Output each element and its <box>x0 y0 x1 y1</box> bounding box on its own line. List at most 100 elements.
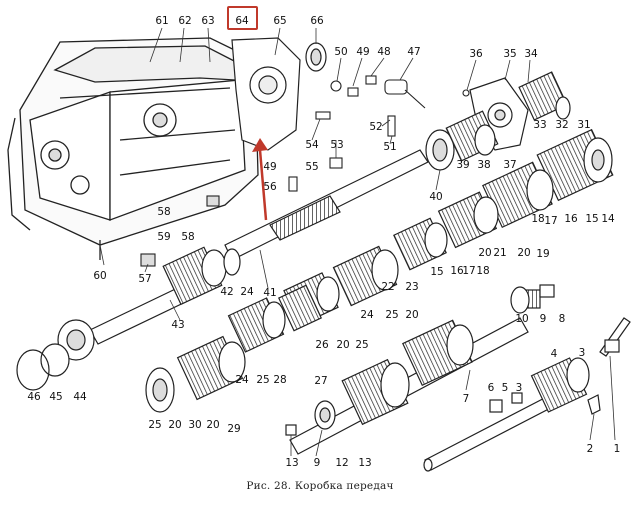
callout-29: 29 <box>227 423 240 435</box>
reverse-shaft <box>423 284 631 472</box>
callout-47: 47 <box>407 46 420 58</box>
callout-61: 61 <box>155 15 168 27</box>
callout-52: 52 <box>369 121 382 133</box>
callout-26: 26 <box>315 339 329 351</box>
callout-7: 7 <box>463 393 470 405</box>
callout-18a: 18 <box>531 213 544 225</box>
callout-59: 59 <box>157 231 170 243</box>
callout-44: 44 <box>73 391 87 403</box>
countershaft <box>285 317 529 455</box>
callout-63: 63 <box>201 15 214 27</box>
callout-13a: 13 <box>285 457 298 469</box>
callout-12: 12 <box>335 457 348 469</box>
callout-51: 51 <box>383 141 396 153</box>
callout-37: 37 <box>503 159 516 171</box>
callout-38: 38 <box>477 159 490 171</box>
cover-plate-64 <box>231 37 301 151</box>
callout-58: 58 <box>157 206 170 218</box>
callout-57: 57 <box>138 273 151 285</box>
callout-27: 27 <box>314 375 327 387</box>
callout-9b: 9 <box>314 457 321 469</box>
callout-16a: 16 <box>564 213 578 225</box>
callout-17b: 17 <box>462 265 475 277</box>
callout-54: 54 <box>305 139 319 151</box>
callout-22: 22 <box>381 281 394 293</box>
callout-60: 60 <box>93 270 106 282</box>
callout-28: 28 <box>273 374 286 386</box>
callout-48: 48 <box>377 46 390 58</box>
callout-20b: 20 <box>517 247 530 259</box>
callout-3a: 3 <box>579 347 586 359</box>
callout-13b: 13 <box>358 457 371 469</box>
gear-cluster-upper <box>393 128 614 271</box>
callout-65: 65 <box>273 15 286 27</box>
callout-24c: 24 <box>235 374 249 386</box>
highlight-arrow <box>252 138 268 221</box>
callout-20e: 20 <box>336 339 349 351</box>
callout-32: 32 <box>555 119 568 131</box>
callout-64: 64 <box>235 15 249 27</box>
callout-58b: 58 <box>181 231 194 243</box>
gearbox-housing <box>7 37 259 260</box>
input-shaft <box>224 110 499 261</box>
callout-31: 31 <box>577 119 590 131</box>
callout-15b: 15 <box>430 266 443 278</box>
callout-5: 5 <box>502 382 509 394</box>
callout-25d: 25 <box>355 339 368 351</box>
callout-40: 40 <box>429 191 442 203</box>
callout-66: 66 <box>310 15 324 27</box>
callout-2: 2 <box>587 443 594 455</box>
callout-34: 34 <box>524 48 538 60</box>
callout-46: 46 <box>27 391 41 403</box>
small-parts-top <box>140 75 470 267</box>
callout-23: 23 <box>405 281 418 293</box>
callout-39: 39 <box>456 159 469 171</box>
callout-35: 35 <box>503 48 516 60</box>
callout-55: 55 <box>305 161 318 173</box>
seal-66 <box>305 42 327 72</box>
callout-62: 62 <box>178 15 191 27</box>
callout-20c: 20 <box>405 309 418 321</box>
leader-lines <box>99 27 616 457</box>
callout-25c: 25 <box>148 419 161 431</box>
callout-56: 56 <box>263 181 277 193</box>
figure-caption: Рис. 28. Коробка передач <box>246 480 394 492</box>
callout-4: 4 <box>551 348 558 360</box>
callout-25b: 25 <box>256 374 269 386</box>
callout-8: 8 <box>559 313 566 325</box>
callout-36: 36 <box>469 48 483 60</box>
callout-18b: 18 <box>476 265 489 277</box>
callout-labels: 61 62 63 64 65 66 50 49 48 47 36 35 34 5… <box>27 15 620 469</box>
callout-21a: 21 <box>493 247 506 259</box>
callout-20a: 20 <box>478 247 491 259</box>
callout-16b: 16 <box>450 265 464 277</box>
callout-14: 14 <box>601 213 615 225</box>
callout-24b: 24 <box>360 309 374 321</box>
callout-50: 50 <box>334 46 347 58</box>
callout-43: 43 <box>171 319 184 331</box>
callout-25a: 25 <box>385 309 398 321</box>
callout-42a: 42 <box>220 286 233 298</box>
callout-30: 30 <box>188 419 201 431</box>
callout-1: 1 <box>614 443 621 455</box>
callout-15a: 15 <box>585 213 598 225</box>
callout-33: 33 <box>533 119 546 131</box>
callout-6: 6 <box>488 382 495 394</box>
callout-45: 45 <box>49 391 62 403</box>
callout-20f: 20 <box>206 419 219 431</box>
callout-20d: 20 <box>168 419 181 431</box>
callout-19: 19 <box>536 248 549 260</box>
callout-10: 10 <box>515 313 528 325</box>
callout-41: 41 <box>263 287 276 299</box>
callout-24a: 24 <box>240 286 254 298</box>
callout-49: 49 <box>356 46 369 58</box>
callout-49b: 49 <box>263 161 276 173</box>
callout-17a: 17 <box>544 215 557 227</box>
callout-3b: 3 <box>516 382 523 394</box>
callout-9a: 9 <box>540 313 547 325</box>
callout-53: 53 <box>330 139 343 151</box>
gear-cluster-lower <box>16 284 322 413</box>
highlight-box-64 <box>227 6 258 30</box>
